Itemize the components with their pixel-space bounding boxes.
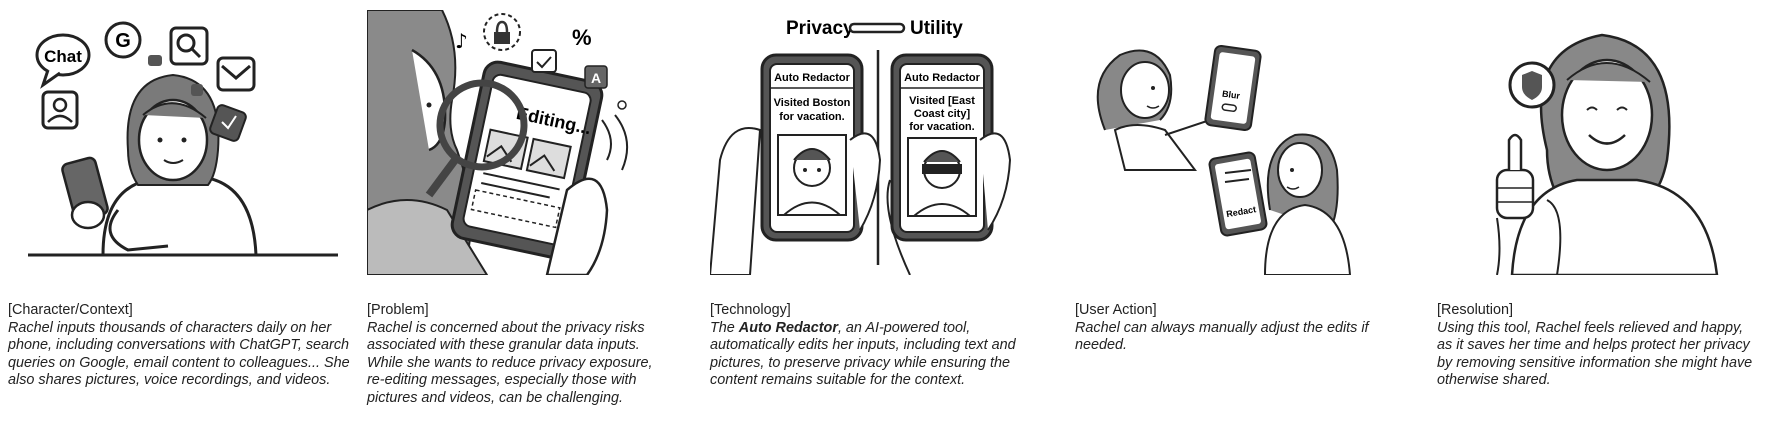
caption-character-context: [Character/Context] Rachel inputs thousa… xyxy=(8,302,353,390)
privacy-utility-slider xyxy=(848,22,906,34)
caption-tag: [User Action] xyxy=(1075,302,1157,318)
caption-text: The Auto Redactor, an AI-powered tool, a… xyxy=(710,319,1016,389)
caption-tag: [Character/Context] xyxy=(8,302,133,318)
phone-redacted: Auto Redactor Visited [East Coast city] … xyxy=(886,53,1012,276)
caption-tag: [Technology] xyxy=(710,302,791,318)
privacy-label: Privacy xyxy=(786,18,854,39)
panel-resolution: [Resolution] Using this tool, Rachel fee… xyxy=(1437,0,1757,426)
utility-label: Utility xyxy=(910,18,963,39)
thumbs-up-icon xyxy=(1495,133,1535,276)
svg-text:G: G xyxy=(115,30,131,52)
a-letter-icon: A xyxy=(584,65,608,89)
panel-user-action: Blur Redact [User Action] Rachel can alw… xyxy=(1075,0,1405,426)
shield-icon xyxy=(1508,61,1556,109)
svg-text:A: A xyxy=(591,70,601,86)
happy-woman-thumbs-up-illustration xyxy=(1495,33,1719,277)
search-icon xyxy=(169,26,209,66)
redact-phone: Redact xyxy=(1208,151,1268,237)
svg-text:for vacation.: for vacation. xyxy=(909,121,974,133)
caption-text: Using this tool, Rachel feels relieved a… xyxy=(1437,319,1753,389)
dot-icon xyxy=(148,55,162,66)
caption-text: Rachel is concerned about the privacy ri… xyxy=(367,319,653,406)
magnifier-icon xyxy=(425,79,528,198)
caption-tag: [Problem] xyxy=(367,302,429,318)
voice-icon xyxy=(209,104,247,142)
illustration-technology: Privacy Utility Auto Redactor Visited Bo… xyxy=(708,10,1055,276)
illustration-user-action: Blur Redact xyxy=(1075,10,1405,276)
svg-text:Visited [East: Visited [East xyxy=(909,95,975,107)
svg-text:Visited Boston: Visited Boston xyxy=(774,97,851,109)
privacy-utility-phones-illustration: Privacy Utility Auto Redactor Visited Bo… xyxy=(708,18,1012,276)
percent-icon: % xyxy=(572,25,592,50)
svg-text:Auto Redactor: Auto Redactor xyxy=(904,72,981,84)
caption-text: Rachel inputs thousands of characters da… xyxy=(8,319,350,389)
svg-text:Auto Redactor: Auto Redactor xyxy=(774,72,851,84)
dot-icon xyxy=(191,84,203,96)
svg-text:Chat: Chat xyxy=(44,47,82,66)
illustration-character-context: Chat G xyxy=(8,10,353,275)
caption-problem: [Problem] Rachel is concerned about the … xyxy=(367,302,667,408)
blur-phone: Blur xyxy=(1204,44,1262,132)
caption-technology: [Technology] The Auto Redactor, an AI-po… xyxy=(710,302,1055,390)
google-icon: G xyxy=(104,21,142,59)
panel-problem: Editing... xyxy=(366,0,667,426)
svg-text:Coast city]: Coast city] xyxy=(914,108,971,120)
caption-user-action: [User Action] Rachel can always manually… xyxy=(1075,302,1405,355)
svg-text:Blur: Blur xyxy=(1221,89,1241,101)
lock-icon xyxy=(483,13,521,51)
redaction-bar xyxy=(922,164,962,174)
caption-text: Rachel can always manually adjust the ed… xyxy=(1075,319,1369,354)
contact-icon xyxy=(41,90,79,130)
caption-resolution: [Resolution] Using this tool, Rachel fee… xyxy=(1437,302,1757,390)
svg-text:for vacation.: for vacation. xyxy=(779,111,844,123)
illustration-resolution xyxy=(1437,10,1757,277)
panel-character-context: Chat G xyxy=(8,0,353,426)
illustration-problem: Editing... xyxy=(366,9,667,277)
music-note-icon: ♪ xyxy=(455,29,468,53)
auto-redactor-name: Auto Redactor xyxy=(738,319,838,336)
chat-bubble-icon: Chat xyxy=(35,33,91,89)
caption-tag: [Resolution] xyxy=(1437,302,1513,318)
manual-adjust-illustration: Blur Redact xyxy=(1096,44,1352,276)
mail-icon xyxy=(216,56,256,92)
panel-technology: Privacy Utility Auto Redactor Visited Bo… xyxy=(708,0,1055,426)
phone-original: Auto Redactor Visited Boston for vacatio… xyxy=(708,53,882,276)
calendar-icon xyxy=(531,49,557,73)
editing-phone-illustration: Editing... xyxy=(366,9,629,277)
woman-with-phone-illustration: Chat G xyxy=(28,21,338,257)
